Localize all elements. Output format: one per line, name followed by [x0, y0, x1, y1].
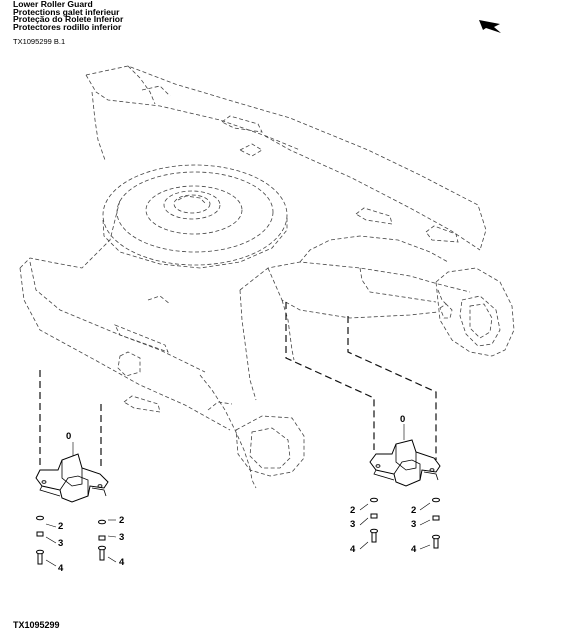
- callout-right-washer-b: 2: [411, 505, 417, 516]
- callout-right-nut-a: 3: [350, 519, 356, 530]
- callout-right-nut-b: 3: [411, 519, 417, 530]
- callout-left-washer-a: 2: [58, 521, 64, 532]
- direction-arrow-icon: [479, 20, 501, 33]
- swing-bearing: [102, 164, 288, 269]
- figure-code: TX1095299 B.1: [13, 37, 66, 46]
- track-frame-outline: [19, 65, 515, 489]
- left-roller-guard: [35, 453, 109, 503]
- title-portuguese: Proteção do Rolete Inferior: [13, 14, 124, 25]
- callout-left-washer-b: 2: [119, 515, 125, 526]
- right-roller-guard: [369, 439, 441, 487]
- callout-right-washer-a: 2: [350, 505, 356, 516]
- callout-right-bolt-b: 4: [411, 544, 417, 555]
- left-hardware-a: [36, 515, 44, 565]
- callout-leaders: [45, 424, 431, 567]
- callout-left-bolt-a: 4: [58, 563, 64, 574]
- callout-left-nut-a: 3: [58, 538, 64, 549]
- right-hardware-a: [370, 497, 378, 543]
- right-hardware-b: [432, 497, 440, 549]
- callout-left-bolt-b: 4: [119, 557, 125, 568]
- title-block: Lower Roller Guard Protections galet inf…: [13, 0, 124, 32]
- left-hardware-b: [98, 519, 106, 561]
- footer-figure-code: TX1095299: [13, 620, 60, 630]
- callout-left-guard: 0: [66, 431, 72, 442]
- title-english: Lower Roller Guard: [13, 0, 93, 9]
- assembly-guide-lines: [39, 302, 437, 470]
- title-spanish: Protectores rodillo inferior: [13, 21, 122, 32]
- callout-left-nut-b: 3: [119, 532, 125, 543]
- title-french: Protections galet inferieur: [13, 6, 120, 17]
- callout-right-guard: 0: [400, 414, 406, 425]
- callout-right-bolt-a: 4: [350, 544, 356, 555]
